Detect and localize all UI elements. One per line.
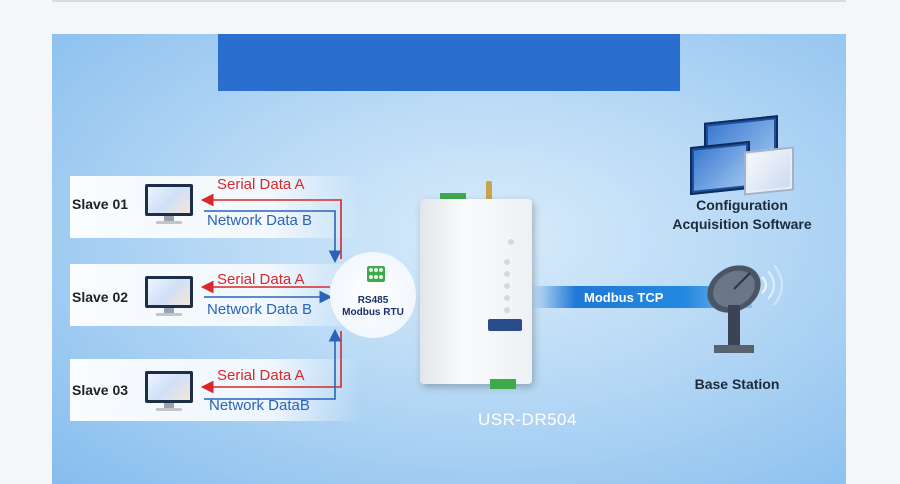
monitor-icon: [145, 276, 193, 316]
modbus-tcp-link: [532, 286, 752, 308]
monitor-icon: [145, 184, 193, 224]
network-label-2: Network Data B: [207, 301, 313, 318]
brand-logo: [488, 319, 522, 331]
rs485-connector: RS485 Modbus RTU: [330, 252, 416, 338]
diagram-panel: Slave 01 Slave 02 Slave 03 Serial Data A…: [52, 34, 846, 484]
software-label-line2: Acquisition Software: [672, 216, 812, 232]
device-name: USR-DR504: [478, 410, 577, 429]
usr-dr504-device: [420, 181, 532, 389]
title-bar: [218, 34, 680, 91]
satellite-dish-icon: [707, 264, 783, 353]
top-terminal: [440, 193, 466, 203]
slave-row-2: [70, 264, 360, 326]
modbus-tcp-label: Modbus TCP: [584, 290, 664, 305]
terminal-block-icon: [367, 266, 385, 282]
base-station-label: Base Station: [694, 376, 780, 392]
network-label-1: Network Data B: [207, 212, 313, 229]
software-label: Configuration Acquisition Software: [642, 196, 842, 234]
serial-label-1: Serial Data A: [217, 176, 305, 193]
software-screen-icon: [744, 146, 794, 196]
slave-label-3: Slave 03: [72, 382, 129, 398]
slave-row-1: [70, 176, 360, 238]
bottom-terminal: [490, 379, 516, 389]
slave-row-3: [70, 359, 360, 421]
modbus-rtu-label: Modbus RTU: [342, 307, 404, 318]
software-label-line1: Configuration: [696, 197, 788, 213]
serial-label-3: Serial Data A: [217, 367, 305, 384]
slave-label-2: Slave 02: [72, 289, 129, 305]
serial-label-2: Serial Data A: [217, 271, 305, 288]
top-divider: [52, 0, 846, 2]
network-label-3: Network DataB: [209, 397, 310, 414]
antenna-icon: [486, 181, 492, 201]
rs485-label: RS485: [357, 295, 389, 306]
software-screen-icon: [690, 140, 750, 196]
monitor-icon: [145, 371, 193, 411]
slave-label-1: Slave 01: [72, 196, 129, 212]
connection-arrows: [200, 193, 342, 400]
